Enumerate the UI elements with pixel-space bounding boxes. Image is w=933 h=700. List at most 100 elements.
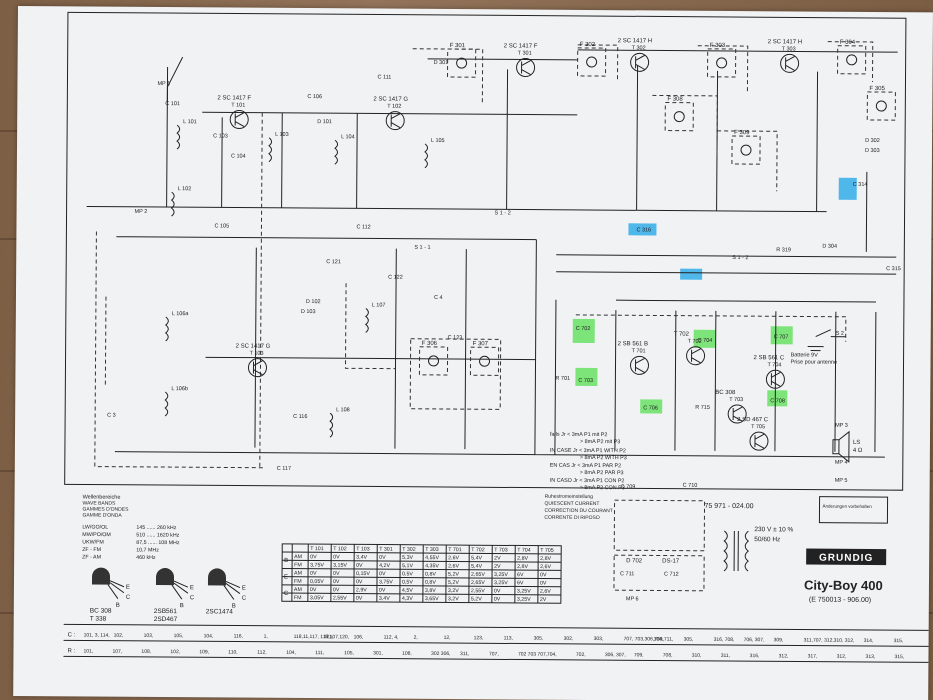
pin-e-p3: E [242, 586, 246, 592]
vt-cell-1-2: 0V [356, 563, 363, 569]
label-c711: C 711 [620, 571, 634, 577]
label-d301: D 301 [434, 60, 449, 66]
vt-cell-4-10: 2,6V [540, 589, 551, 595]
vt-cell-0-9: 2,8V [517, 556, 528, 562]
vt-cell-0-1: 0V [333, 554, 340, 560]
transistor-ref-t701: T 701 [632, 348, 646, 354]
footer-c-7: 118,11,117, 119,107,120, [294, 634, 350, 640]
transistor-t101: 2 SC 1417 FT 101 [217, 95, 251, 130]
footer-c-14: 113, [504, 635, 513, 641]
vt-cell-3-6: 5,2V [448, 580, 459, 586]
footer-r-7: 104, [286, 650, 296, 656]
speaker-impedance: 4 Ω [853, 448, 863, 454]
label-c708: C 708 [770, 398, 785, 404]
footer-r-2: 108, [141, 649, 151, 655]
ruhe-de: Ruhestromeinstellung [545, 494, 594, 500]
vt-cell-1-5: 4,35V [425, 563, 439, 569]
transistor-type-t101: 2 SC 1417 F [217, 95, 251, 101]
mains-voltage: 230 V ± 10 % [754, 526, 793, 533]
filter-label-3: F 303 [710, 43, 726, 49]
footer-r-27: 313, [866, 654, 876, 660]
vt-cell-2-4: 0,5V [402, 571, 413, 577]
vt-header-3: T 102 [333, 546, 347, 552]
transistor-type-t102: 2 SC 1417 G [373, 96, 408, 102]
vt-cell-0-4: 5,3V [402, 555, 413, 561]
pinout-label-p2: 2SB561 [154, 608, 178, 615]
vt-cell-3-5: 0,8V [425, 580, 436, 586]
ruhe-it: CORRENTE DI RIPOSO [544, 515, 599, 521]
vt-mode-1: FM [294, 562, 302, 568]
footer-r-24: 312, [779, 653, 789, 659]
coil-label-3: L 103 [275, 132, 289, 138]
highlight-c316 [628, 223, 657, 236]
footer-c-4: 104, [204, 633, 214, 639]
vt-mode-3: FM [294, 579, 302, 585]
vt-cell-3-3: 3,75V [379, 579, 393, 585]
vt-terminal-2: E [284, 574, 288, 580]
vt-cell-2-3: 0V [379, 571, 386, 577]
vt-cell-2-10: 0V [540, 572, 547, 578]
vt-mode-0: AM [294, 554, 302, 560]
label-c704: C 704 [698, 338, 713, 344]
footer-c-6: 1, [264, 634, 268, 640]
coil-label-6: L 106a [172, 311, 190, 317]
label-d103: D 103 [301, 309, 316, 315]
transistor-ref-t705: T 705 [751, 424, 765, 430]
label-mp4: MP 4 [835, 460, 848, 466]
footer-c-20: 305, [684, 637, 694, 643]
ds17-label: DS-17 [662, 559, 680, 565]
ruhe-fr: CORRECTION DU COURANT [544, 508, 612, 514]
footer-r-14: 707, [489, 651, 499, 657]
filter-9: F 309 [731, 130, 761, 165]
bias-line-2: > 8mA P2 mit P3 [580, 439, 620, 445]
bias-line-1: falls Jr < 3mA P1 mit P2 [550, 432, 607, 438]
transistor-ref-t303: T 303 [782, 46, 796, 52]
voltage-table-frame [281, 543, 562, 604]
transistor-t302: 2 SC 1417 HT 302 [618, 38, 652, 72]
vt-terminal-4: C [284, 591, 289, 597]
label-mp3: MP 3 [835, 423, 848, 429]
filter-label-1: F 301 [450, 43, 466, 49]
bias-line-4: > 8mA P2 WITH P3 [580, 455, 627, 461]
bias-note: falls Jr < 3mA P1 mit P2 > 8mA P2 mit P3… [550, 432, 627, 492]
label-c315: C 315 [886, 266, 901, 272]
vt-cell-5-2: 0V [356, 596, 363, 602]
vt-mode-2: AM [294, 571, 302, 577]
transistor-type-t303: 2 SC 1417 H [768, 39, 802, 45]
wiring [86, 41, 898, 592]
coil-9: L 108 [329, 407, 350, 438]
footer-c-13: 123, [474, 635, 484, 641]
vt-cell-2-7: 2,65V [471, 572, 485, 578]
footer-c-9: 106, [354, 634, 364, 640]
bias-line-8: > 8mA P2 CON P3 [580, 485, 625, 491]
band-name-2: UKW/FM [82, 539, 104, 545]
transistor-ref-t101: T 101 [231, 102, 245, 108]
filter-label-7: F 307 [473, 341, 489, 347]
vt-cell-3-0: 0,05V [310, 579, 324, 585]
wave-bands-block: Wellenbereiche WAVE BANDS GAMMES D'ONDES… [82, 494, 180, 561]
footer-r-6: 112, [257, 650, 266, 656]
footer-c-11: 2, [414, 635, 418, 641]
footer-r-19: 709, [634, 652, 644, 658]
highlight-marks [572, 177, 857, 414]
vt-cell-2-5: 0,8V [425, 571, 436, 577]
vt-cell-3-2: 0V [356, 579, 363, 585]
mains-frequency: 50/60 Hz [754, 536, 780, 543]
label-c712: C 712 [664, 572, 679, 578]
footer-c-22: 706, 307, [744, 637, 765, 643]
transistor-type-t705: 2 SD 467 C [737, 417, 769, 423]
label-mp6: MP 6 [626, 596, 639, 602]
pin-c-p3: C [242, 596, 247, 602]
label-c122: C 122 [388, 275, 403, 281]
pin-b-p3: B [232, 604, 236, 610]
label-r319: R 319 [776, 247, 791, 253]
vt-cell-3-4: 0,5V [402, 579, 413, 585]
label-c117: C 117 [277, 466, 291, 472]
vt-header-10: T 703 [494, 547, 508, 553]
footer-c-27: 315, [894, 638, 904, 644]
